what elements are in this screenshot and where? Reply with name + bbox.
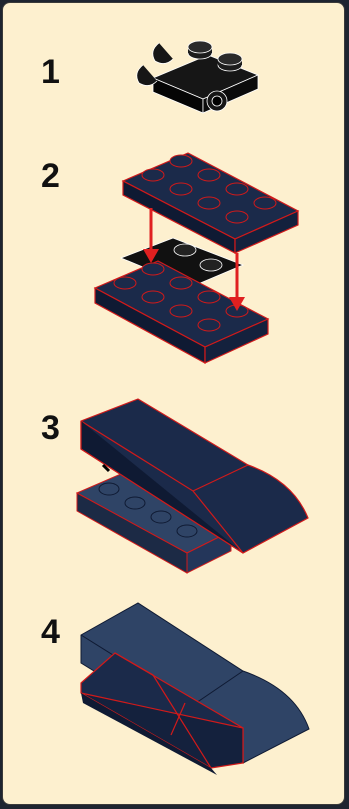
finished-slope-assembly-icon <box>3 3 346 803</box>
instruction-page: 1 2 <box>2 2 345 805</box>
